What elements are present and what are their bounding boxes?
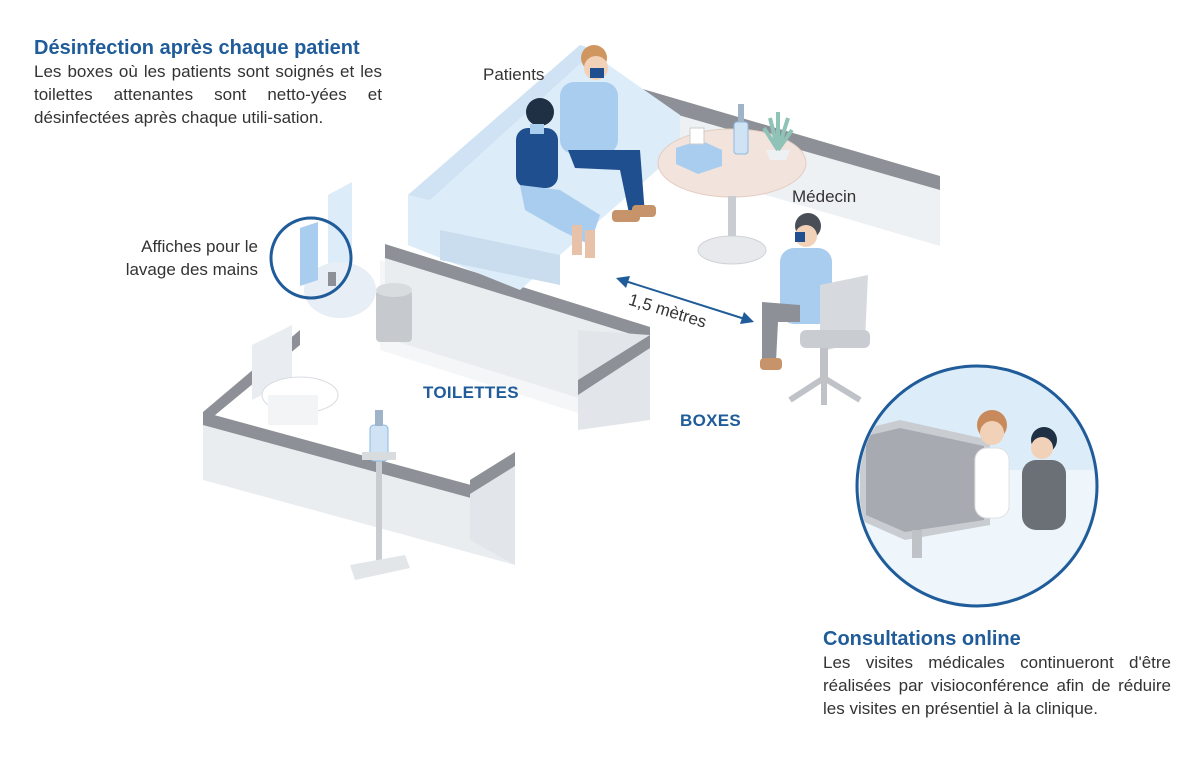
trash-bin xyxy=(376,283,412,342)
wash-area xyxy=(269,182,376,318)
partition-wall xyxy=(385,244,650,430)
disinfection-text: Les boxes où les patients sont soignés e… xyxy=(34,62,382,127)
online-consultation-circle xyxy=(855,364,1099,608)
toilets-label: TOILETTES xyxy=(423,383,519,402)
disinfection-title: Désinfection après chaque patient xyxy=(34,37,360,59)
distance-arrow xyxy=(616,276,754,324)
posters-label: Affiches pour le lavage des mains xyxy=(125,237,258,279)
doctor-label: Médecin xyxy=(792,187,857,206)
poster-highlight-circle xyxy=(269,216,353,300)
sanitizer-stand xyxy=(350,410,410,580)
online-title: Consultations online xyxy=(823,628,1021,650)
toilet xyxy=(252,325,339,425)
online-block: Consultations online Les visites médical… xyxy=(823,627,1171,720)
online-text: Les visites médicales continueront d'êtr… xyxy=(823,653,1171,718)
patient-man xyxy=(560,45,656,222)
doctor xyxy=(760,213,870,405)
disinfection-block: Désinfection après chaque patient Les bo… xyxy=(34,36,382,129)
patients-label: Patients xyxy=(483,65,545,84)
patient-woman xyxy=(516,98,600,258)
boxes-label: BOXES xyxy=(680,411,742,430)
round-table xyxy=(657,104,807,265)
